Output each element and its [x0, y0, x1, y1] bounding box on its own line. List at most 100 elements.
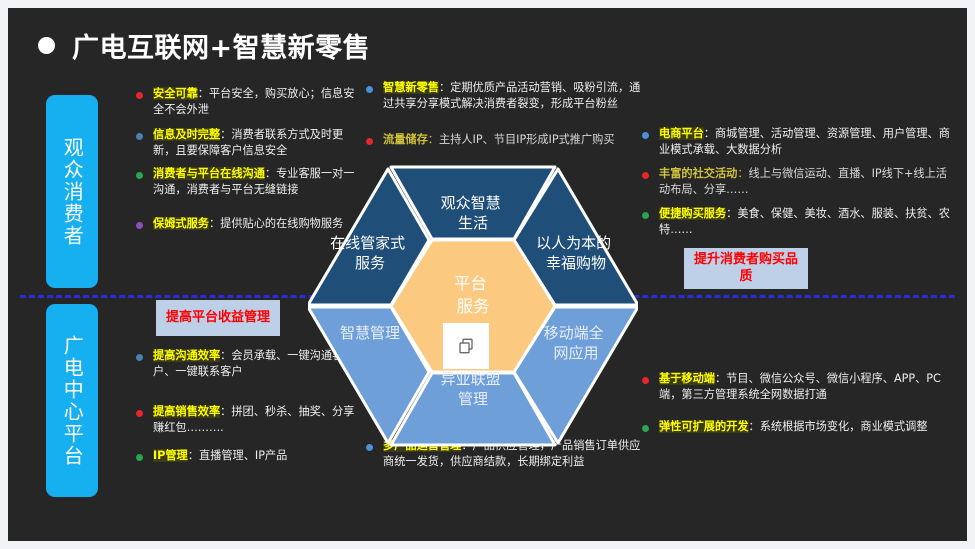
hex-segment-bottom-left[interactable] — [308, 305, 431, 445]
hex-label-top-left-l1: 在线管家式 — [330, 234, 405, 252]
bullet-separator: ： — [427, 133, 439, 146]
bullet-dot-icon — [642, 377, 649, 384]
bullet-heading: 保姆式服务 — [153, 217, 209, 230]
bullet-dot-icon — [366, 86, 373, 93]
bullet-text: 保姆式服务：提供贴心的在线购物服务 — [153, 216, 343, 232]
bullet-body: 平台安全，购买放心；信息安全不会外泄 — [153, 87, 355, 116]
bullet-dot-icon — [136, 454, 143, 461]
bullet-text: 流量储存：主持人IP、节目IP形成IP式推广购买 — [383, 132, 615, 148]
bullet-heading: IP管理 — [153, 449, 188, 462]
bullet-heading: 基于移动端 — [659, 372, 715, 385]
bullet-body: 专业客服一对一沟通，消费者与平台无缝链接 — [153, 167, 355, 196]
bullet-text: IP管理：直播管理、IP产品 — [153, 448, 287, 464]
bullet-dot-icon — [136, 222, 143, 229]
bullet-circle-icon — [38, 37, 55, 54]
bullet-item: 信息及时完整：消费者联系方式及时更新，且要保障客户信息安全 — [136, 127, 368, 159]
hex-label-top-left: 在线管家式 服务 — [330, 234, 410, 272]
bullet-heading: 消费者与平台在线沟通 — [153, 167, 265, 180]
bullet-dot-icon — [136, 92, 143, 99]
bullet-separator: ： — [726, 207, 738, 220]
bullet-item: 丰富的社交活动：线上与微信运动、直播、IP线下+线上活动布局、分享…… — [642, 166, 960, 198]
bullet-body: 会员承载、一键沟通客户、一键联系客户 — [153, 349, 344, 378]
sidebar-tab-broadcast-center-platform[interactable]: 广电中心平台 — [46, 304, 98, 497]
bullet-heading: 信息及时完整 — [153, 128, 221, 141]
hex-label-bottom-l1: 异业联盟 — [441, 370, 501, 388]
bullet-separator: ： — [220, 128, 232, 141]
bullet-separator: ： — [703, 127, 715, 140]
page-title-text: 广电互联网+智慧新零售 — [72, 33, 371, 64]
bullet-item: 保姆式服务：提供贴心的在线购物服务 — [136, 216, 368, 232]
hex-label-bottom-left: 智慧管理 — [340, 324, 400, 342]
bullet-body: 线上与微信运动、直播、IP线下+线上活动布局、分享…… — [659, 167, 947, 196]
hex-label-bottom-right-l2: 网应用 — [553, 344, 598, 362]
bullet-dot-icon — [136, 133, 143, 140]
bullet-heading: 安全可靠 — [153, 87, 198, 100]
bullet-text: 提高沟通效率：会员承载、一键沟通客户、一键联系客户 — [153, 348, 363, 380]
bullet-text: 丰富的社交活动：线上与微信运动、直播、IP线下+线上活动布局、分享…… — [659, 166, 955, 198]
bullet-dot-icon — [642, 132, 649, 139]
bullet-text: 消费者与平台在线沟通：专业客服一对一沟通，消费者与平台无缝链接 — [153, 166, 363, 198]
bullet-heading: 电商平台 — [659, 127, 704, 140]
bullet-text: 安全可靠：平台安全，购买放心；信息安全不会外泄 — [153, 86, 363, 118]
bullet-text: 信息及时完整：消费者联系方式及时更新，且要保障客户信息安全 — [153, 127, 363, 159]
bullet-body: 直播管理、IP产品 — [198, 449, 288, 462]
bullet-separator: ： — [220, 405, 232, 418]
hex-label-bottom-left-l1: 智慧管理 — [340, 324, 400, 342]
sidebar-tab-label: 观众消费者 — [60, 136, 85, 247]
hex-label-bottom: 异业联盟 管理 — [441, 370, 506, 408]
bullet-separator: ： — [438, 81, 451, 94]
hex-core-platform-service[interactable] — [389, 238, 557, 374]
bullet-heading: 提高沟通效率 — [153, 349, 221, 362]
hex-label-top-l1: 观众智慧 — [441, 194, 501, 212]
bullet-dot-icon — [642, 212, 649, 219]
bullet-dot-icon — [642, 172, 649, 179]
bullet-separator: ： — [187, 449, 199, 462]
bullet-item: 智慧新零售：定期优质产品活动营销、吸粉引流，通过共享分享模式解决消费者裂变，形成… — [366, 80, 646, 112]
bullet-body: 节目、微信公众号、微信小程序、APP、PC端，第三方管理系统全网数据打通 — [659, 372, 941, 401]
bullet-dot-icon — [136, 172, 143, 179]
bullet-text: 便捷购买服务：美食、保健、美妆、酒水、服装、扶贫、农特…… — [659, 206, 955, 238]
copy-icon-badge[interactable] — [443, 323, 489, 369]
bullet-dot-icon — [136, 410, 143, 417]
bullet-item: 便捷购买服务：美食、保健、美妆、酒水、服装、扶贫、农特…… — [642, 206, 960, 238]
bullet-heading: 流量储存 — [383, 133, 428, 146]
hex-label-top: 观众智慧 生活 — [441, 194, 506, 232]
bullet-text: 智慧新零售：定期优质产品活动营销、吸粉引流，通过共享分享模式解决消费者裂变，形成… — [383, 80, 641, 112]
highlight-box-right-text: 提升消费者购买品质 — [693, 251, 798, 284]
bullet-separator: ： — [737, 167, 749, 180]
hexagon-diagram: 观众智慧 生活 以人为本的 幸福购物 在线管家式 服务 智慧管理 异业联盟 — [308, 160, 638, 450]
bullet-separator: ： — [197, 87, 209, 100]
bullet-text: 提高销售效率：拼团、秒杀、抽奖、分享赚红包………. — [153, 404, 363, 436]
bullet-body: 主持人IP、节目IP形成IP式推广购买 — [438, 133, 615, 146]
hex-label-top-right: 以人为本的 幸福购物 — [536, 234, 616, 272]
hexagon-svg: 观众智慧 生活 以人为本的 幸福购物 在线管家式 服务 智慧管理 异业联盟 — [308, 165, 638, 447]
sidebar-tab-label: 广电中心平台 — [60, 334, 85, 467]
hex-label-bottom-right-l1: 移动端全 — [544, 324, 604, 342]
bullet-heading: 智慧新零售 — [383, 81, 439, 94]
bullet-body: 提供贴心的在线购物服务 — [220, 217, 344, 230]
hex-label-top-left-l2: 服务 — [355, 254, 385, 272]
bullet-item: IP管理：直播管理、IP产品 — [136, 448, 368, 464]
bullet-item: 流量储存：主持人IP、节目IP形成IP式推广购买 — [366, 132, 646, 148]
bullet-heading: 弹性可扩展的开发 — [659, 420, 749, 433]
highlight-box-left-text: 提高平台收益管理 — [165, 309, 270, 325]
bullet-item: 提高沟通效率：会员承载、一键沟通客户、一键联系客户 — [136, 348, 368, 380]
highlight-box-purchase-quality: 提升消费者购买品质 — [684, 248, 808, 289]
hex-core-label-l2: 服务 — [457, 297, 490, 316]
bullet-separator: ： — [748, 420, 760, 433]
bullet-body: 美食、保健、美妆、酒水、服装、扶贫、农特…… — [659, 207, 950, 236]
hex-label-top-l2: 生活 — [458, 214, 488, 232]
bullet-body: 商城管理、活动管理、资源管理、用户管理、商业模式承载、大数据分析 — [659, 127, 950, 156]
bullet-text: 弹性可扩展的开发：系统根据市场变化，商业模式调整 — [659, 419, 928, 435]
slide-canvas: 广电互联网+智慧新零售 观众消费者 广电中心平台 提高平台收益管理 提升消费者购… — [8, 8, 967, 541]
hex-core-label-l1: 平台 — [454, 274, 487, 293]
page-title: 广电互联网+智慧新零售 — [38, 26, 370, 65]
bullet-dot-icon — [366, 138, 373, 145]
bullet-item: 提高销售效率：拼团、秒杀、抽奖、分享赚红包………. — [136, 404, 368, 436]
highlight-box-platform-revenue: 提高平台收益管理 — [156, 300, 280, 336]
bullet-item: 电商平台：商城管理、活动管理、资源管理、用户管理、商业模式承载、大数据分析 — [642, 126, 960, 158]
bullet-separator: ： — [220, 349, 232, 362]
sidebar-tab-audience-consumer[interactable]: 观众消费者 — [46, 95, 98, 288]
bullet-heading: 丰富的社交活动 — [659, 167, 738, 180]
